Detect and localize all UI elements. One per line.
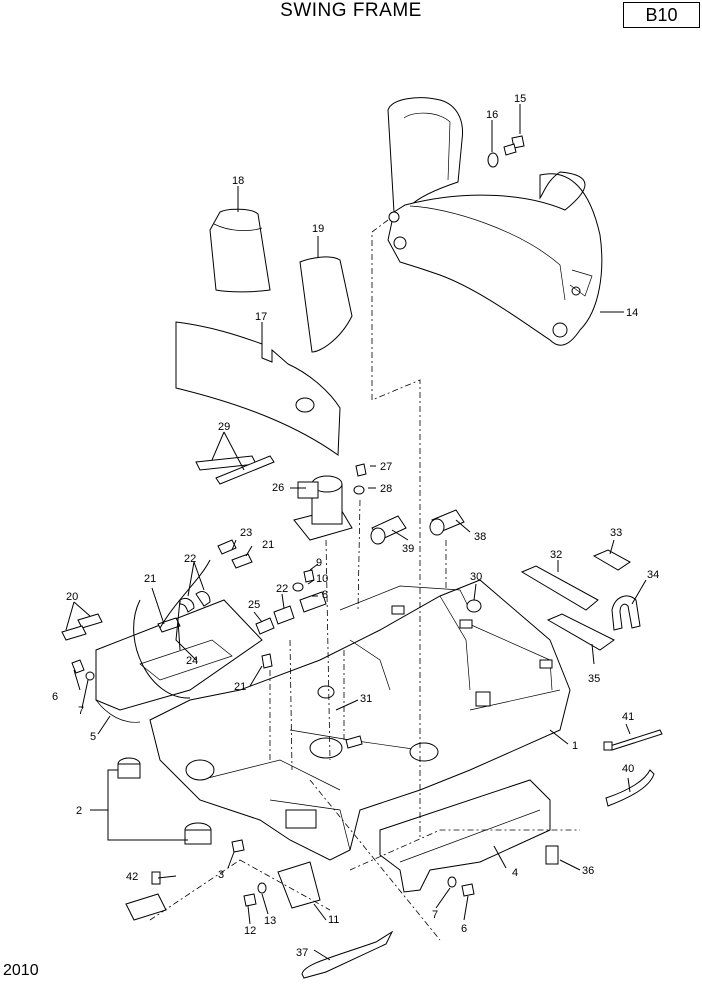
- callout-35: 35: [588, 673, 600, 685]
- callout-6b: 6: [461, 923, 467, 935]
- strap-40: [605, 769, 655, 807]
- callout-31: 31: [360, 693, 372, 705]
- callout-26: 26: [272, 482, 284, 494]
- callout-9: 9: [316, 557, 322, 569]
- callout-8: 8: [322, 589, 328, 601]
- callout-11: 11: [328, 914, 339, 926]
- bushing-2: [117, 757, 212, 845]
- bracket-37: [301, 930, 394, 979]
- callout-7a: 7: [78, 705, 84, 717]
- callout-21b: 21: [144, 573, 156, 585]
- callout-numbers: 1 2 3 4 5 6 6 7 7 8 9 10 11 12 13 14 15 …: [52, 93, 659, 959]
- callout-1: 1: [572, 740, 578, 752]
- valve-block-26: [293, 475, 353, 541]
- cover-19: [299, 256, 353, 353]
- callout-24: 24: [186, 655, 198, 667]
- washer-16: [487, 152, 499, 168]
- cover-11: [277, 861, 321, 909]
- callout-14: 14: [626, 307, 638, 319]
- leader-lines: [65, 104, 647, 961]
- cable-tie-41: [609, 729, 663, 751]
- callout-12: 12: [244, 925, 256, 937]
- callout-15: 15: [514, 93, 526, 105]
- callout-21c: 21: [234, 681, 246, 693]
- block-32: [520, 565, 599, 611]
- swing-frame-1: [149, 579, 571, 861]
- cable-tie-head: [603, 741, 613, 751]
- cover-18: [209, 208, 271, 293]
- callout-20: 20: [66, 591, 78, 603]
- callout-36: 36: [582, 865, 594, 877]
- callout-18: 18: [232, 175, 244, 187]
- page-code-badge: B10: [623, 2, 700, 28]
- callout-21a: 21: [262, 539, 274, 551]
- callout-19: 19: [312, 223, 324, 235]
- callout-7b: 7: [432, 909, 438, 921]
- callout-33: 33: [610, 527, 622, 539]
- panel-17: [175, 321, 341, 456]
- callout-39: 39: [402, 543, 414, 555]
- callout-13: 13: [264, 915, 276, 927]
- callout-38: 38: [474, 531, 486, 543]
- cover-plate-5: [95, 599, 263, 723]
- clip-34: [611, 595, 641, 631]
- callout-23: 23: [240, 527, 252, 539]
- callout-10: 10: [316, 573, 328, 585]
- callout-34: 34: [647, 569, 659, 581]
- bolt-27: [355, 463, 367, 477]
- callout-4: 4: [512, 867, 518, 879]
- callout-22a: 22: [184, 553, 196, 565]
- hose-line-2: [159, 559, 211, 629]
- washer-28: [353, 485, 365, 495]
- pads-29: [195, 455, 275, 485]
- bolt-15: [503, 135, 525, 156]
- bushing-38: [429, 509, 465, 536]
- callout-16: 16: [486, 109, 498, 121]
- callout-37: 37: [296, 947, 308, 959]
- callout-42: 42: [126, 871, 138, 883]
- callout-17: 17: [255, 311, 267, 323]
- fittings: [61, 539, 475, 907]
- block-35: [546, 613, 615, 651]
- clip-36: [545, 845, 559, 865]
- callout-25: 25: [248, 599, 260, 611]
- callout-28: 28: [380, 483, 392, 495]
- callout-27: 27: [380, 461, 392, 473]
- callout-2: 2: [76, 805, 82, 817]
- counterweight-part: [387, 97, 603, 346]
- callout-5: 5: [90, 731, 96, 743]
- callout-41: 41: [622, 711, 634, 723]
- hose-line-3: [175, 599, 197, 661]
- block-33: [592, 549, 631, 571]
- callout-22b: 22: [276, 583, 288, 595]
- callout-32: 32: [550, 549, 562, 561]
- lower-cover-4: [379, 779, 551, 893]
- callout-40: 40: [622, 763, 634, 775]
- callout-6a: 6: [52, 691, 58, 703]
- bushing-39: [370, 515, 407, 545]
- ring-30: [466, 599, 482, 613]
- callout-30: 30: [470, 571, 482, 583]
- hose-line: [133, 599, 191, 699]
- center-lines: [149, 219, 580, 941]
- diagram-title: SWING FRAME: [280, 0, 422, 21]
- callout-3: 3: [218, 869, 224, 881]
- callout-29: 29: [218, 421, 230, 433]
- page-number: 2010: [3, 962, 39, 979]
